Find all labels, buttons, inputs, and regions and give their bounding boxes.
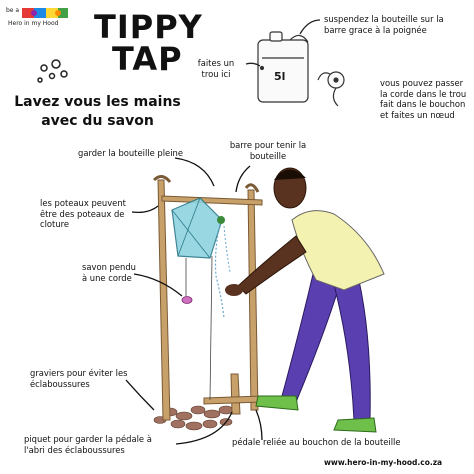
logo-puzzle-icon: [22, 8, 68, 18]
soap-on-rope: [181, 258, 193, 304]
logo-text-hero: Hero in my Hood: [8, 20, 59, 27]
label-pedale: pédale reliée au bouchon de la bouteille: [232, 437, 401, 447]
label-graviers: graviers pour éviter les éclaboussures: [30, 368, 128, 389]
subtitle-line-1: Lavez vous les mains: [14, 94, 181, 110]
label-faites-un-trou: faites un trou ici: [197, 58, 235, 79]
label-barre: barre pour tenir la bouteille: [229, 140, 307, 161]
subtitle: Lavez vous les mains avec du savon: [10, 93, 185, 131]
subtitle-line-2: avec du savon: [41, 113, 154, 129]
soap-bubbles-icon: [37, 59, 68, 83]
label-savon: savon pendu à une corde: [82, 262, 136, 283]
label-garder-bouteille: garder la bouteille pleine: [78, 148, 184, 158]
title-line-1: TIPPY: [94, 8, 203, 46]
bottle-cap-knot-icon: [317, 71, 345, 107]
person-washing-hands: [225, 167, 385, 433]
arrow-icon: [299, 19, 321, 35]
hanging-bottle: [171, 197, 231, 401]
bottle-capacity: 5l: [274, 70, 286, 83]
jerrycan-diagram: [257, 31, 309, 103]
footer-url: www.hero-in-my-hood.co.za: [324, 458, 443, 467]
label-suspendez: suspendez la bouteille sur la barre grac…: [324, 14, 444, 35]
arrow-icon: [245, 62, 261, 67]
label-vous-pouvez: vous pouvez passer la corde dans le trou…: [380, 78, 467, 120]
label-poteaux: les poteaux peuvent être des poteaux de …: [40, 198, 126, 229]
label-arrows: [125, 157, 263, 445]
logo-text-be-a: be a: [6, 7, 20, 14]
title-line-2: TAP: [112, 40, 183, 78]
wooden-poles: [152, 175, 265, 421]
label-piquet: piquet pour garder la pédale à l'abri de…: [24, 434, 152, 455]
